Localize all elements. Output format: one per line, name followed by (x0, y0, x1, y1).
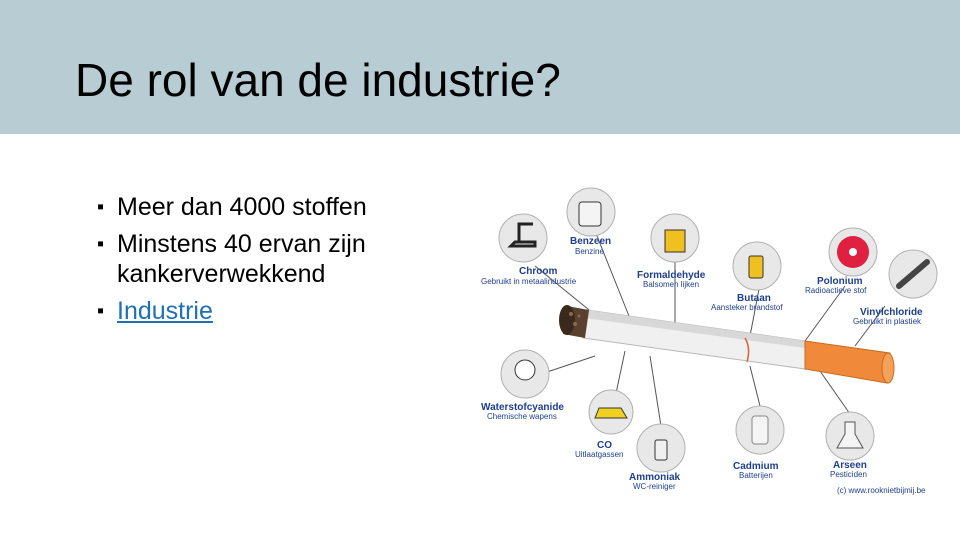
title-bar: De rol van de industrie? (0, 0, 960, 134)
formaldehyde-bottle-icon (664, 229, 686, 253)
label-cadmium: Cadmium (733, 461, 779, 472)
jerrycan-icon (578, 201, 602, 227)
industrie-link[interactable]: Industrie (117, 297, 213, 325)
sublabel-waterstofcyanide: Chemische wapens (487, 412, 557, 421)
sublabel-vinylchloride: Gebruikt in plastiek (853, 317, 922, 326)
cigarette-graphic (559, 305, 895, 384)
sublabel-formaldehyde: Balsomen lijken (643, 280, 699, 289)
label-vinylchloride: Vinylchloride (860, 307, 923, 318)
crane-icon (498, 213, 548, 263)
label-ammoniak: Ammoniak (629, 472, 681, 483)
sublabel-arseen: Pesticiden (830, 470, 867, 479)
label-arseen: Arseen (833, 460, 867, 471)
label-waterstofcyanide: Waterstofcyanide (481, 402, 564, 413)
credit-text: (c) www.rooknietbijmij.be (837, 486, 926, 495)
label-formaldehyde: Formaldehyde (637, 270, 706, 281)
slide-title: De rol van de industrie? (75, 54, 561, 106)
flask-icon (836, 421, 864, 449)
sublabel-cadmium: Batterijen (739, 471, 773, 480)
sublabel-polonium: Radioactieve stof (805, 286, 867, 295)
label-polonium: Polonium (817, 276, 863, 287)
sublabel-butaan: Aansteker brandstof (711, 303, 783, 312)
bullet-item: Industrie (97, 296, 457, 326)
sublabel-ammoniak: WC-reiniger (633, 482, 676, 491)
cigarette-infographic: Chroom Gebruikt in metaalindustrie Benze… (475, 186, 960, 504)
sublabel-chroom: Gebruikt in metaalindustrie (481, 277, 577, 286)
bullet-item: Meer dan 4000 stoffen (97, 192, 457, 222)
lighter-icon (748, 255, 764, 279)
sublabel-co: Uitlaatgassen (575, 450, 623, 459)
skull-icon (514, 359, 536, 381)
bullet-text: Minstens 40 ervan zijn kankerverwekkend (117, 230, 366, 288)
label-co: CO (597, 440, 612, 451)
label-chroom: Chroom (519, 266, 557, 277)
car-icon (594, 407, 628, 419)
pipe-icon (896, 259, 930, 289)
crane-icon (507, 222, 537, 248)
battery-icon (751, 415, 769, 445)
sublabel-benzeen: Benzine (575, 247, 604, 256)
label-benzeen: Benzeen (570, 236, 611, 247)
bullet-list: Meer dan 4000 stoffen Minstens 40 ervan … (97, 192, 457, 333)
bullet-item: Minstens 40 ervan zijn kankerverwekkend (97, 229, 457, 289)
label-butaan: Butaan (737, 293, 771, 304)
bullet-text: Meer dan 4000 stoffen (117, 193, 367, 221)
spray-bottle-icon (654, 439, 668, 461)
radiation-icon (849, 248, 857, 256)
